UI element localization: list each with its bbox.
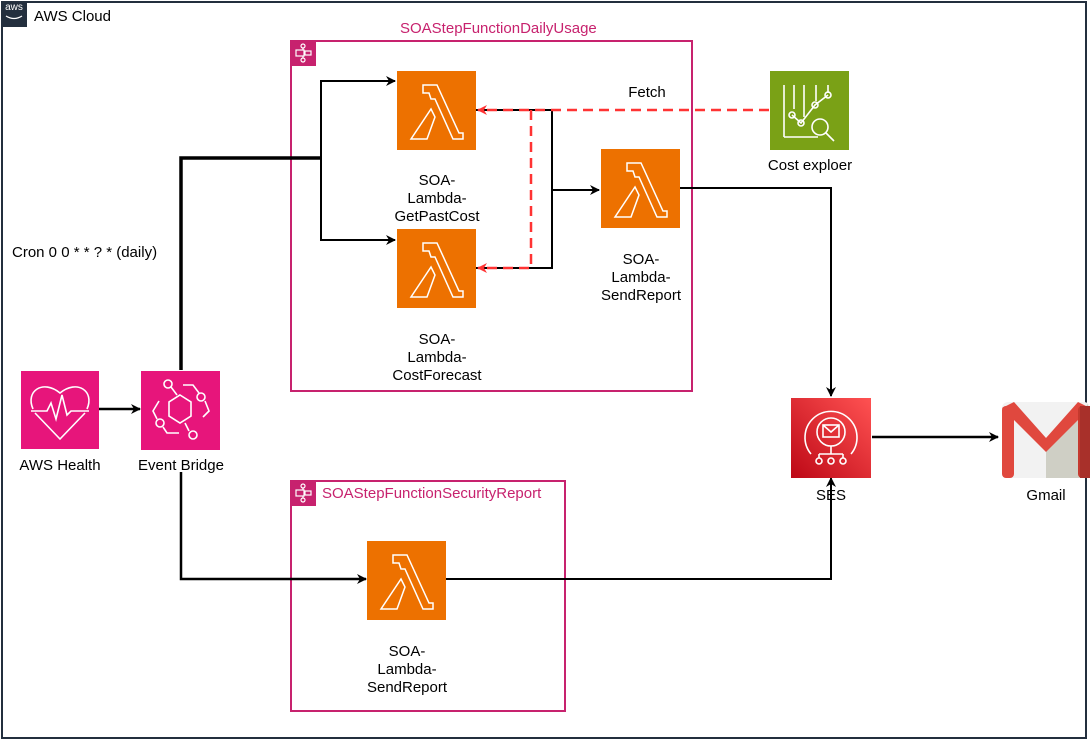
- step-function-daily-usage-group[interactable]: [290, 40, 693, 392]
- edge-eventbridge-to-daily: [179, 156, 321, 370]
- fetch-edge-label: Fetch: [628, 84, 666, 101]
- label-line: SOA-: [418, 331, 456, 348]
- aws-logo-text: aws: [5, 2, 23, 13]
- lambda-send-report-security-label: SOA- Lambda- SendReport: [355, 643, 459, 697]
- aws-health-label: AWS Health: [19, 457, 101, 474]
- label-line: Lambda-: [611, 269, 671, 286]
- label-line: SendReport: [600, 287, 682, 304]
- edge-fetch-costforecast: [477, 110, 533, 273]
- lambda-send-report-daily-label: SOA- Lambda- SendReport: [589, 251, 693, 305]
- step-functions-icon: [290, 480, 316, 506]
- aws-logo-icon: aws: [1, 1, 27, 27]
- gmail-label: Gmail: [1026, 487, 1066, 504]
- step-functions-icon: [290, 40, 316, 66]
- edge-security-to-ses: [446, 477, 836, 580]
- aws-health-icon[interactable]: [21, 371, 99, 449]
- label-line: SOA-: [418, 172, 456, 189]
- cost-explorer-label: Cost exploer: [767, 157, 853, 174]
- label-line: SOA-: [622, 251, 660, 268]
- label-line: Lambda-: [407, 349, 467, 366]
- lambda-cost-forecast-icon[interactable]: [397, 229, 476, 308]
- step-function-security-report-title: SOAStepFunctionSecurityReport: [322, 485, 542, 502]
- ses-label: SES: [815, 487, 846, 504]
- eventbridge-icon[interactable]: [141, 371, 220, 450]
- lambda-get-past-cost-label: SOA- Lambda- GetPastCost: [385, 172, 489, 226]
- cron-edge-label: Cron 0 0 * * ? * (daily): [12, 244, 158, 261]
- label-line: SOA-: [388, 643, 426, 660]
- label-line: CostForecast: [392, 367, 482, 384]
- cost-explorer-icon[interactable]: [770, 71, 849, 150]
- gmail-icon[interactable]: [1000, 398, 1092, 480]
- label-line: Lambda-: [407, 190, 467, 207]
- ses-icon[interactable]: [791, 398, 871, 478]
- edge-to-costforecast: [320, 158, 396, 245]
- edge-eventbridge-to-security: [179, 472, 367, 584]
- lambda-send-report-daily-icon[interactable]: [601, 149, 680, 228]
- label-line: Lambda-: [377, 661, 437, 678]
- lambda-send-report-security-icon[interactable]: [367, 541, 446, 620]
- edge-to-getpastcost: [320, 76, 396, 158]
- lambda-cost-forecast-label: SOA- Lambda- CostForecast: [385, 331, 489, 385]
- label-line: SendReport: [366, 679, 448, 696]
- eventbridge-label: Event Bridge: [138, 457, 224, 474]
- step-function-daily-usage-title: SOAStepFunctionDailyUsage: [400, 20, 597, 37]
- step-function-security-report-group[interactable]: [290, 480, 566, 712]
- edge-sendreport-to-ses: [680, 187, 836, 397]
- lambda-get-past-cost-icon[interactable]: [397, 71, 476, 150]
- aws-cloud-title: AWS Cloud: [34, 8, 111, 25]
- label-line: GetPastCost: [394, 208, 480, 225]
